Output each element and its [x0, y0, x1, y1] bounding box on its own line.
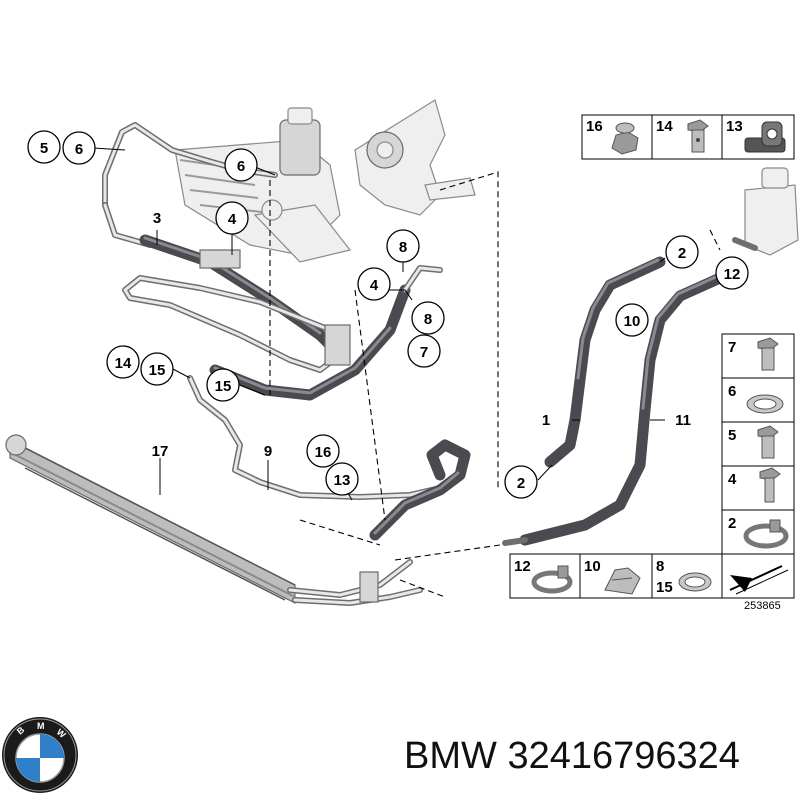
svg-text:15: 15 [215, 378, 232, 395]
svg-text:4: 4 [370, 277, 379, 294]
hose-1 [544, 256, 666, 468]
clip-icon [604, 567, 641, 595]
steering-gear-illustration [174, 107, 352, 263]
svg-text:B: B [15, 724, 27, 736]
svg-text:11: 11 [675, 412, 691, 429]
seal-ring-icon [678, 572, 712, 592]
svg-text:6: 6 [237, 158, 245, 175]
callout-15: 15 [206, 368, 240, 402]
svg-text:4: 4 [228, 211, 237, 228]
bmw-logo: B M W [2, 717, 78, 793]
svg-text:12: 12 [514, 558, 531, 575]
reservoir-illustration [732, 167, 799, 256]
callout-8: 8 [386, 229, 420, 263]
callout-6: 6 [224, 148, 258, 182]
nut-icon [611, 122, 639, 155]
oil-cooler-17 [5, 434, 423, 606]
callout-8: 8 [411, 301, 445, 335]
callout-17: 17 [152, 443, 169, 460]
pressure-hose-7-8 [209, 265, 443, 401]
diagram-arrow-icon [729, 565, 789, 595]
svg-text:M: M [37, 721, 45, 731]
hose-13-loop [369, 439, 471, 541]
return-line-9 [187, 375, 443, 500]
banjo-bolt-icon [687, 119, 709, 153]
svg-text:5: 5 [40, 140, 48, 157]
hose-11 [502, 272, 726, 546]
svg-text:8: 8 [424, 311, 432, 328]
svg-text:7: 7 [420, 344, 428, 361]
svg-text:9: 9 [264, 443, 272, 460]
svg-text:15: 15 [149, 362, 166, 379]
legend-bottom: 12 10 8 15 [509, 553, 795, 599]
callout-7: 7 [407, 334, 441, 368]
seal-ring-icon [746, 394, 784, 414]
svg-text:6: 6 [728, 383, 736, 400]
callout-15: 15 [140, 352, 174, 386]
banjo-bolt-icon [757, 337, 779, 371]
brand-name: BMW [404, 735, 497, 777]
callout-9: 9 [264, 443, 272, 460]
callout-12: 12 [715, 256, 749, 290]
svg-text:2: 2 [517, 475, 525, 492]
callout-5: 5 [27, 130, 61, 164]
svg-text:3: 3 [153, 210, 161, 227]
svg-text:12: 12 [724, 266, 741, 283]
svg-text:17: 17 [152, 443, 169, 460]
callout-2: 2 [665, 235, 699, 269]
svg-text:6: 6 [75, 141, 83, 158]
hose-clamp-icon [531, 565, 573, 594]
legend-right: 7 6 5 4 2 [721, 333, 795, 555]
hex-bolt-icon [759, 467, 781, 503]
svg-text:5: 5 [728, 427, 736, 444]
callout-4: 4 [357, 267, 391, 301]
callout-6: 6 [62, 131, 96, 165]
svg-text:8: 8 [399, 239, 407, 256]
footer-part-label: BMW 32416796324 [404, 735, 740, 778]
callout-1: 1 [542, 412, 550, 429]
svg-text:8: 8 [656, 558, 664, 575]
hose-clamp-icon [743, 519, 789, 549]
svg-text:16: 16 [315, 444, 332, 461]
guide-lines [269, 171, 721, 598]
callout-2: 2 [504, 465, 538, 499]
svg-text:14: 14 [115, 355, 132, 372]
legend-top: 16 14 13 [581, 114, 795, 160]
callout-4: 4 [215, 201, 249, 235]
svg-text:2: 2 [678, 245, 686, 262]
callout-16: 16 [306, 434, 340, 468]
callout-3: 3 [153, 210, 161, 227]
svg-text:10: 10 [584, 558, 601, 575]
callout-13: 13 [325, 462, 359, 496]
svg-text:13: 13 [726, 118, 743, 135]
diagram-code: 253865 [744, 600, 781, 612]
callout-14: 14 [106, 345, 140, 379]
svg-text:7: 7 [728, 339, 736, 356]
svg-text:1: 1 [542, 412, 550, 429]
svg-text:14: 14 [656, 118, 673, 135]
part-number: 32416796324 [507, 735, 740, 777]
rubber-mount-icon [744, 121, 786, 153]
svg-text:2: 2 [728, 515, 736, 532]
svg-text:13: 13 [334, 472, 351, 489]
svg-text:10: 10 [624, 313, 641, 330]
svg-text:4: 4 [728, 471, 737, 488]
callout-11: 11 [675, 412, 691, 429]
power-steering-pump-illustration [354, 99, 476, 216]
svg-text:15: 15 [656, 579, 673, 596]
svg-text:16: 16 [586, 118, 603, 135]
callout-10: 10 [615, 303, 649, 337]
banjo-bolt-icon [757, 425, 779, 459]
return-line-loop [122, 249, 351, 373]
